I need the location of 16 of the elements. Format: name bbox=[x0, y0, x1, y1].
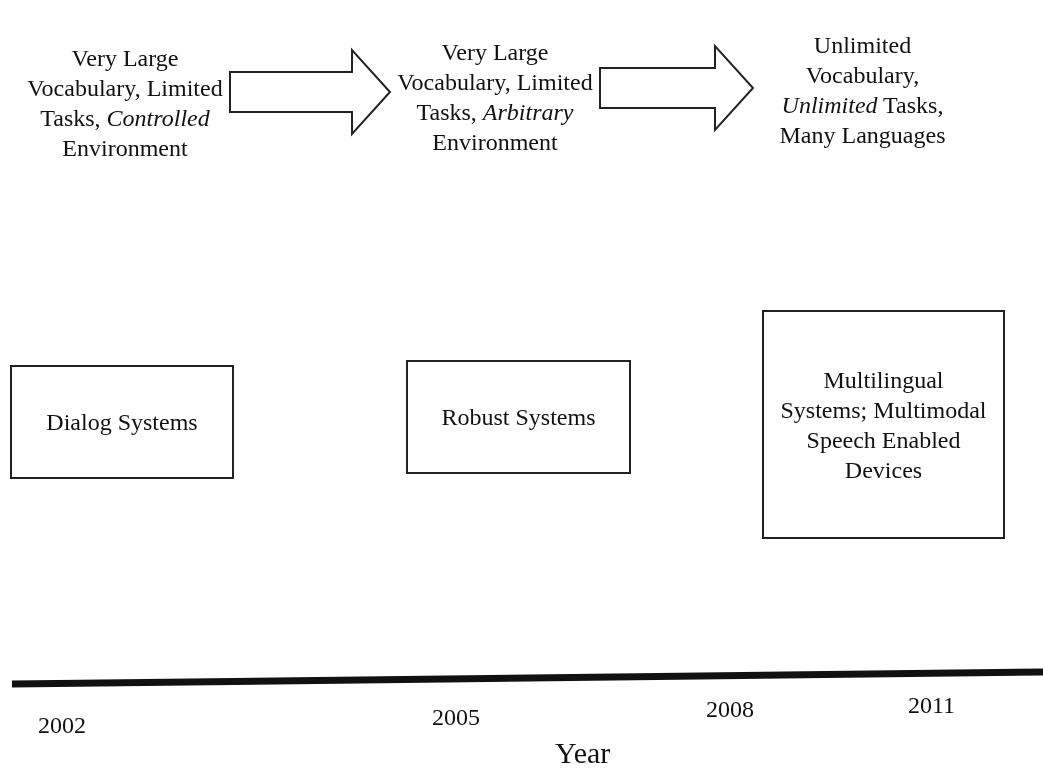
stage-text: Very Large Vocabulary, Limited Tasks, Controlled Environment bbox=[26, 44, 224, 163]
block-arrow bbox=[229, 47, 392, 137]
year-label: 2011 bbox=[908, 692, 956, 719]
box-label: Multilingual Systems; Multimodal Speech Enabled Devices bbox=[779, 365, 988, 485]
block-arrow bbox=[599, 43, 755, 133]
box-label: Robust Systems bbox=[441, 403, 596, 432]
process-box bbox=[406, 360, 631, 474]
year-label: 2008 bbox=[706, 696, 754, 723]
box-label: Dialog Systems bbox=[46, 408, 198, 437]
process-box bbox=[10, 365, 234, 479]
process-box bbox=[762, 310, 1005, 539]
stage-text: Very Large Vocabulary, Limited Tasks, Arbitrary Environment bbox=[396, 38, 594, 157]
stage-text: Unlimited Vocabulary, Unlimited Tasks, Many Languages bbox=[778, 31, 947, 150]
axis-title: Year bbox=[555, 736, 611, 770]
year-label: 2005 bbox=[432, 704, 480, 731]
year-label: 2002 bbox=[38, 712, 86, 739]
